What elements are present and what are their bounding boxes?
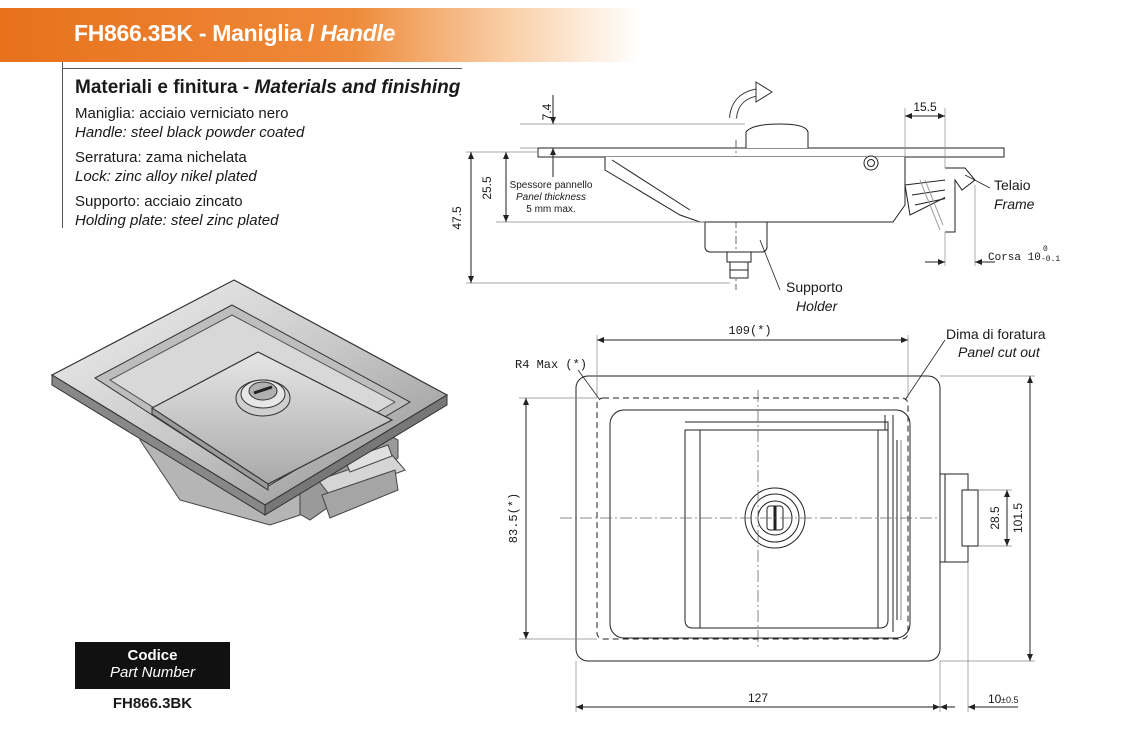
holder-label-en: Holder <box>796 298 839 314</box>
cutout-label-en: Panel cut out <box>958 344 1041 360</box>
frame-label-it: Telaio <box>994 177 1031 193</box>
section-divider-vertical <box>62 62 63 228</box>
spec-item-holder: Supporto: acciaio zincato Holding plate:… <box>75 193 279 229</box>
dim-label-10: 10 <box>988 692 1002 706</box>
page-title: FH866.3BK - Maniglia / Handle <box>74 20 396 46</box>
spec-item-lock: Serratura: zama nichelata Lock: zinc all… <box>75 149 257 185</box>
panel-note-it: Spessore pannello <box>510 180 593 191</box>
dim-label-47-5: 47.5 <box>450 206 464 230</box>
panel-note-max: 5 mm max. <box>526 204 575 215</box>
cutout-label-it: Dima di foratura <box>946 326 1046 342</box>
dim-label-109: 109(*) <box>728 324 771 338</box>
front-view-labels: 109(*) R4 Max (*) Dima di foratura Panel… <box>507 324 1046 706</box>
spec-item-handle: Maniglia: acciaio verniciato nero Handle… <box>75 105 305 141</box>
side-view-drawing <box>466 81 1005 291</box>
dim-label-101-5: 101.5 <box>1011 503 1025 533</box>
front-view-drawing <box>519 335 1035 712</box>
materials-heading: Materiali e finitura - Materials and fin… <box>75 77 461 98</box>
dim-label-127: 127 <box>748 691 768 705</box>
stroke-tol-upper: 0 <box>1043 245 1048 254</box>
part-number-label-it: Codice <box>127 647 178 664</box>
dim-label-28-5: 28.5 <box>988 506 1002 530</box>
dim-label-radius: R4 Max (*) <box>515 358 587 372</box>
holder-label-it: Supporto <box>786 279 843 295</box>
dim-label-7-4: 7.4 <box>540 103 554 120</box>
product-3d-view <box>50 279 449 526</box>
part-number-box: Codice Part Number <box>75 642 230 689</box>
frame-label-en: Frame <box>994 196 1035 212</box>
section-divider-horizontal <box>62 68 462 69</box>
part-number-value: FH866.3BK <box>112 695 193 712</box>
panel-note-en: Panel thickness <box>516 192 586 203</box>
header-band <box>0 8 640 62</box>
stroke-tol-lower: -0.1 <box>1041 255 1060 264</box>
part-number-label-en: Part Number <box>109 664 196 681</box>
dim-label-83-5: 83.5(*) <box>507 493 521 543</box>
dim-label-25-5: 25.5 <box>480 176 494 200</box>
stroke-label: Corsa 10 <box>988 252 1041 264</box>
dim-label-15-5: 15.5 <box>913 100 937 114</box>
dim-label-10-tol: ±0.5 <box>1001 695 1018 705</box>
side-view-labels: 7.4 15.5 25.5 47.5 Spessore pannello Pan… <box>450 100 1060 314</box>
